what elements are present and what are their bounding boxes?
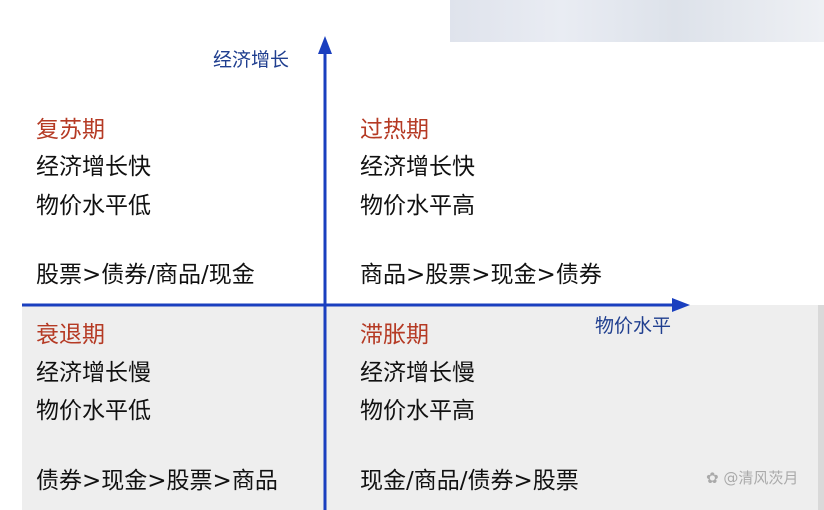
right-edge [818, 305, 824, 510]
asset-ranking: 股票>债券/商品/现金 [36, 262, 255, 288]
quadrant-title: 过热期 [360, 117, 429, 143]
growth-text: 经济增长慢 [360, 360, 475, 386]
quadrant-title: 复苏期 [36, 117, 105, 143]
asset-ranking: 债券>现金>股票>商品 [36, 468, 278, 494]
y-axis-arrow-icon [318, 36, 332, 54]
asset-ranking: 商品>股票>现金>债券 [360, 262, 602, 288]
lower-half-background [22, 305, 818, 510]
decorative-banner [450, 0, 824, 42]
watermark: ✿ @清风茨月 [706, 467, 798, 488]
growth-text: 经济增长快 [36, 154, 151, 180]
watermark-logo-icon: ✿ [706, 469, 724, 487]
price-text: 物价水平低 [36, 398, 151, 424]
x-axis-arrow-icon [672, 298, 690, 312]
quadrant-title: 滞胀期 [360, 322, 429, 348]
quadrant-title: 衰退期 [36, 322, 105, 348]
x-axis-label: 物价水平 [595, 315, 672, 337]
price-text: 物价水平高 [360, 193, 475, 219]
growth-text: 经济增长快 [360, 154, 475, 180]
price-text: 物价水平高 [360, 398, 475, 424]
y-axis-label: 经济增长 [213, 49, 290, 71]
watermark-text: @清风茨月 [723, 469, 799, 487]
growth-text: 经济增长慢 [36, 360, 151, 386]
price-text: 物价水平低 [36, 193, 151, 219]
asset-ranking: 现金/商品/债券>股票 [360, 468, 579, 494]
